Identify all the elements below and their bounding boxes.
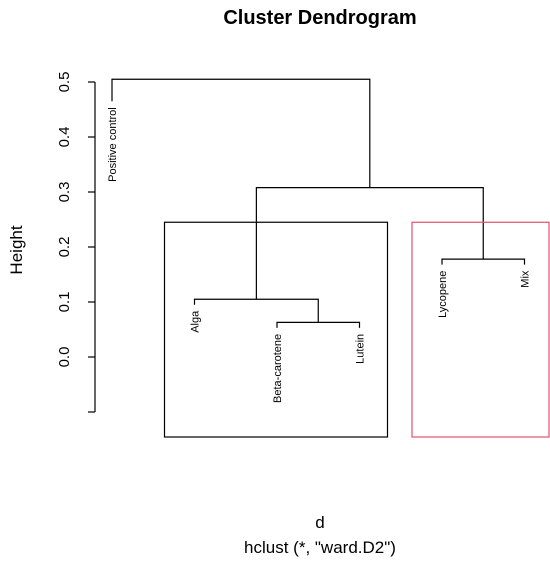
- leaf-label: Lycopene: [437, 271, 449, 318]
- x-axis-label: d: [315, 513, 324, 532]
- dendrogram-branch: [276, 321, 361, 328]
- y-tick-label: 0.2: [56, 237, 73, 258]
- leaf-label: Alga: [190, 310, 202, 333]
- y-axis-label: Height: [7, 225, 26, 274]
- leaf-label: Lutein: [355, 334, 367, 364]
- y-tick-label: 0.5: [56, 72, 73, 93]
- y-tick-label: 0.3: [56, 182, 73, 203]
- chart-title: Cluster Dendrogram: [223, 7, 416, 29]
- dendrogram-branch: [255, 187, 484, 300]
- dendrogram-links: [111, 78, 526, 328]
- y-tick-label: 0.1: [56, 292, 73, 313]
- cluster-box: [163, 221, 389, 438]
- y-axis: 0.0 0.1 0.2 0.3 0.4 0.5: [56, 72, 96, 413]
- dendrogram-branch: [193, 298, 319, 323]
- y-tick-label: 0.4: [56, 127, 73, 148]
- leaf-label: Beta-carotene: [272, 334, 284, 403]
- cluster-box: [411, 221, 550, 438]
- chart-subtitle: hclust (*, "ward.D2"): [244, 538, 396, 557]
- leaf-label: Mix: [520, 270, 532, 288]
- dendrogram-branch: [111, 78, 371, 188]
- dendrogram-branch: [441, 258, 526, 265]
- leaf-label: Positive control: [107, 107, 119, 182]
- cluster-boxes: [163, 221, 550, 438]
- y-tick-label: 0.0: [56, 347, 73, 368]
